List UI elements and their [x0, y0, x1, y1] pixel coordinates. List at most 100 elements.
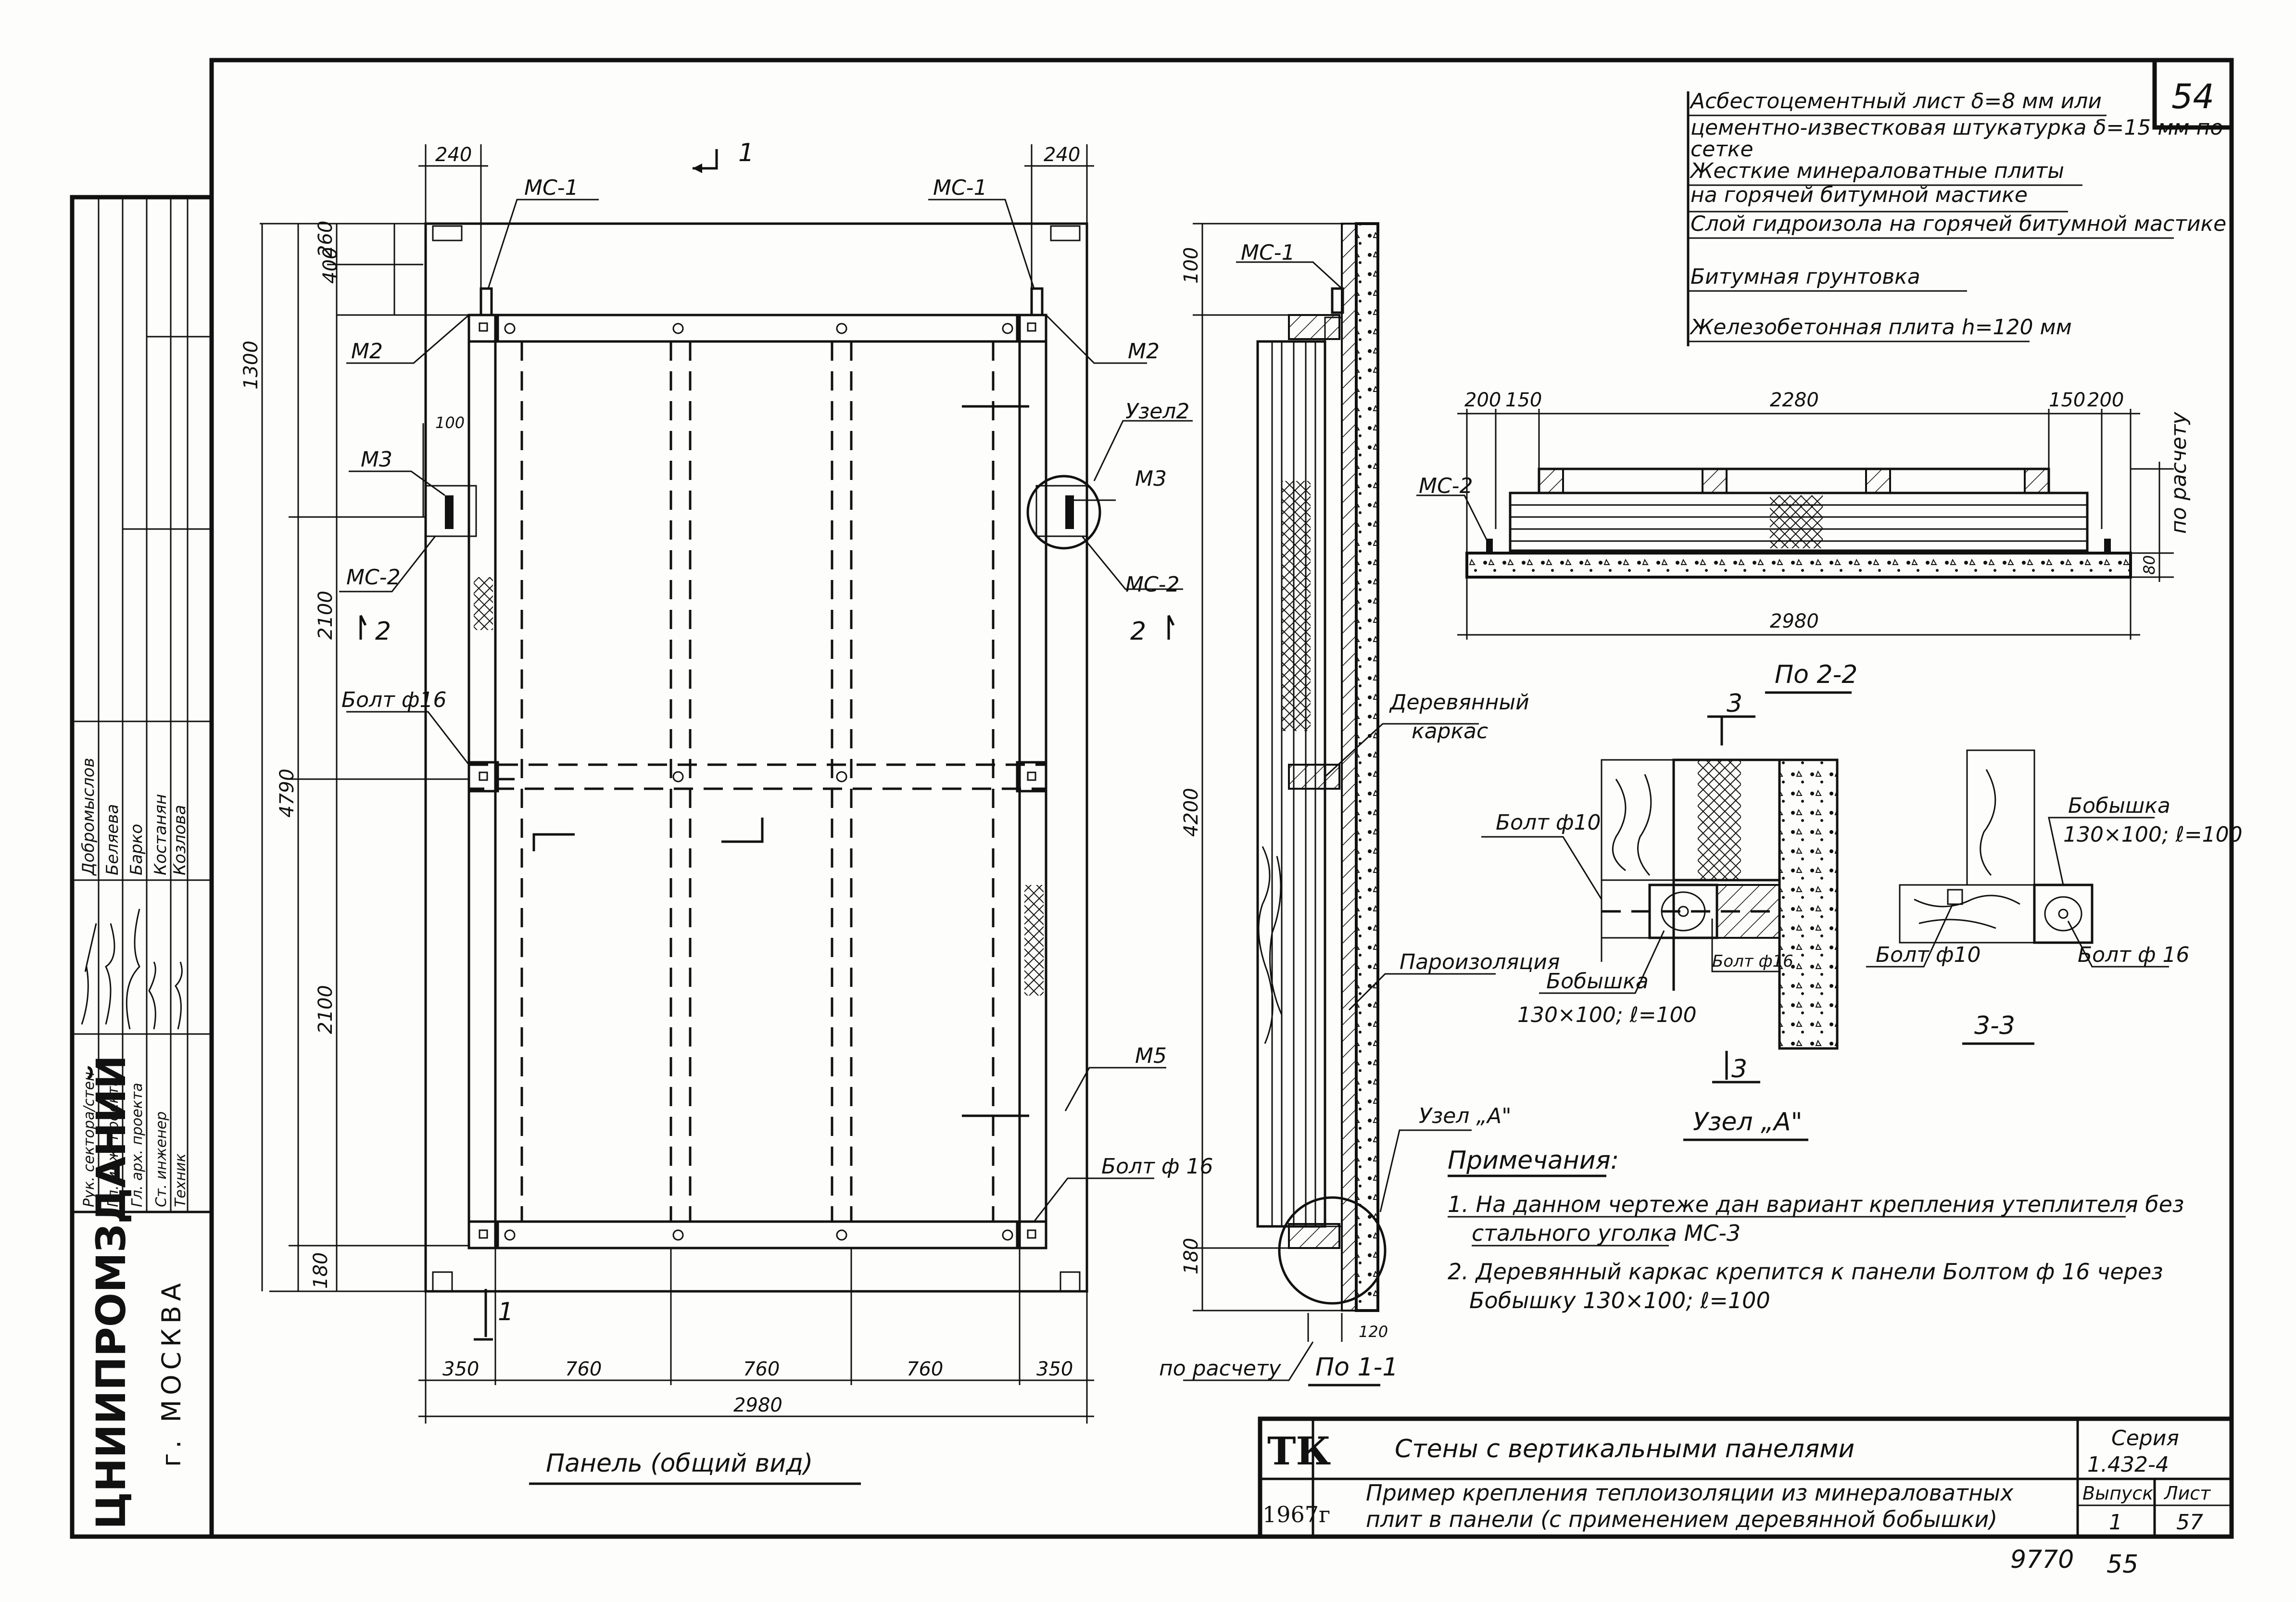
sheet-number: 54 — [2171, 77, 2214, 116]
panel-view: 1 1 2 2 400 260 1300 100 2100 4790 2100 — [240, 139, 1213, 1485]
section-33-bobyshka-2: 130×100; ℓ=100 — [2063, 822, 2243, 847]
section-3-3: Болт ф10 Болт ф 16 Бобышка 130×100; ℓ=10… — [1866, 749, 2243, 1045]
dim-22-150-left: 150 — [1505, 389, 1542, 411]
section-2-2-caption: По 2-2 — [1775, 660, 1857, 689]
signature-2 — [105, 923, 115, 1025]
frame-mid — [467, 763, 1047, 790]
label-mc1-right: МС-1 — [933, 176, 987, 200]
left-stamp: Рук. сектора/стен Гл. инж. проекта Гл. а… — [70, 195, 214, 1539]
dim-section-180: 180 — [1180, 1238, 1202, 1274]
node-a-caption: Узел „А" — [1693, 1108, 1803, 1136]
section-1-1: 100 4200 180 120 МС-1 Деревянный каркас … — [1159, 222, 1560, 1387]
label-uzel-a: Узел „А" — [1419, 1104, 1512, 1128]
section-33-bolt10: Болт ф10 — [1876, 943, 1981, 967]
label-mc2-left: МС-2 — [346, 565, 401, 590]
section-mark-2-right: 2 — [1130, 617, 1146, 646]
dim-260: 260 — [315, 221, 337, 257]
label-karkas-1: Деревянный — [1389, 690, 1529, 715]
section-1-1-caption: По 1-1 — [1315, 1353, 1398, 1382]
section-33-bolt16: Болт ф 16 — [2078, 943, 2189, 967]
dim-22-80: 80 — [2140, 555, 2158, 575]
drawing-title: Стены с вертикальными панелями — [1395, 1435, 1854, 1463]
drawing-subtitle-1: Пример крепления теплоизоляции из минера… — [1366, 1480, 2014, 1506]
layer-1: Асбестоцементный лист δ=8 мм или — [1689, 89, 2102, 114]
name-5: Козлова — [170, 805, 189, 875]
series-label: Серия — [2111, 1426, 2179, 1451]
note-1b: стального уголка МС-3 — [1472, 1220, 1741, 1246]
role-4: Ст. инженер — [153, 1111, 170, 1207]
label-mc1-left: МС-1 — [524, 176, 579, 200]
section-33-bobyshka-1: Бобышка — [2068, 794, 2170, 818]
dim-section-120: 120 — [1359, 1323, 1388, 1341]
dim-22-200-right: 200 — [2087, 389, 2124, 411]
label-section-mc1: МС-1 — [1241, 240, 1295, 265]
label-uzel2: Узел2 — [1125, 399, 1189, 424]
series-value: 1.432-4 — [2087, 1452, 2169, 1477]
issue-label: Выпуск — [2082, 1483, 2153, 1504]
name-1: Добромыслов — [79, 758, 98, 876]
sheet-frame — [209, 58, 2234, 1539]
dim-22-200-left: 200 — [1464, 389, 1501, 411]
label-m5: М5 — [1135, 1044, 1167, 1068]
dim-350-right: 350 — [1036, 1358, 1073, 1380]
sheet-value: 57 — [2176, 1510, 2203, 1535]
section-mark-1-bottom: 1 — [498, 1298, 514, 1326]
role-2: Гл. инж. проекта — [105, 1077, 122, 1207]
dim-22-2980: 2980 — [1770, 610, 1819, 632]
footer-code: 9770 — [2010, 1545, 2074, 1574]
layer-5: на горячей битумной мастике — [1690, 183, 2028, 207]
signature-4 — [148, 961, 156, 1030]
sheet-number-box — [2152, 58, 2234, 130]
label-bolt-right: Болт ф 16 — [1101, 1154, 1213, 1179]
dim-section-100: 100 — [1180, 247, 1202, 284]
layer-legend: Асбестоцементный лист δ=8 мм или цементн… — [1687, 89, 2226, 346]
role-1: Рук. сектора/стен — [81, 1072, 98, 1207]
label-22-mc2: МС-2 — [1419, 474, 1473, 498]
layer-3: сетке — [1690, 137, 1754, 162]
node-a-mark-bottom: 3 — [1731, 1055, 1747, 1084]
frame-left — [467, 314, 497, 1249]
dim-760-3: 760 — [907, 1358, 943, 1380]
label-po-raschetu-1: по расчету — [1159, 1356, 1281, 1381]
layer-4: Жесткие минераловатные плиты — [1689, 159, 2064, 183]
node-a-detail: 3 Болт ф10 Болт ф16 Бобышка 130×100; ℓ=1… — [1481, 689, 1839, 1141]
note-1a: 1. На данном чертеже дан вариант креплен… — [1448, 1191, 2184, 1217]
dim-100: 100 — [435, 414, 465, 432]
dim-400: 400 — [319, 247, 341, 284]
tk-label: ТК — [1267, 1428, 1331, 1474]
node-a-circle — [1278, 1196, 1387, 1305]
node-a-bobyshka-2: 130×100; ℓ=100 — [1517, 1003, 1697, 1027]
node-a-bobyshka-1: Бобышка — [1546, 969, 1649, 994]
node-a-bolt16: Болт ф16 — [1712, 952, 1793, 971]
frame-right — [1018, 314, 1047, 1249]
issue-value: 1 — [2109, 1510, 2122, 1535]
label-m2-right: М2 — [1128, 339, 1160, 364]
dim-240-right: 240 — [1044, 144, 1080, 166]
org-city: г. МОСКВА — [156, 1278, 187, 1467]
role-5: Техник — [172, 1153, 189, 1207]
frame-bottom — [467, 1220, 1047, 1249]
label-karkas-2: каркас — [1412, 719, 1488, 744]
signature-1 — [81, 923, 97, 1025]
label-bolt-left: Болт ф16 — [341, 688, 446, 712]
signature-3 — [126, 908, 140, 1030]
dim-2100-bottom: 2100 — [315, 985, 337, 1034]
dim-2980-panel: 2980 — [733, 1394, 782, 1416]
section-mark-1-top: 1 — [738, 139, 754, 167]
layer-8: Железобетонная плита h=120 мм — [1689, 315, 2072, 340]
notes-title: Примечания: — [1448, 1146, 1619, 1175]
dim-section-4200: 4200 — [1180, 788, 1202, 837]
name-4: Костанян — [151, 794, 170, 875]
label-22-po-raschetu: по расчету — [2167, 412, 2191, 534]
dim-4790: 4790 — [276, 769, 298, 818]
section-33-caption: 3-3 — [1974, 1011, 2015, 1040]
layer-7: Битумная грунтовка — [1690, 265, 1920, 289]
role-3: Гл. арх. проекта — [129, 1083, 146, 1207]
note-2a: 2. Деревянный каркас крепится к панели Б… — [1448, 1259, 2163, 1285]
sheet-label: Лист — [2163, 1483, 2211, 1504]
section-2-2: 200 150 2280 150 200 2980 80 по расчету … — [1416, 389, 2191, 694]
drawing-subtitle-2: плит в панели (с применением деревянной … — [1366, 1506, 1997, 1532]
dim-1300: 1300 — [240, 341, 262, 390]
label-mc2-right: МС-2 — [1125, 572, 1180, 597]
